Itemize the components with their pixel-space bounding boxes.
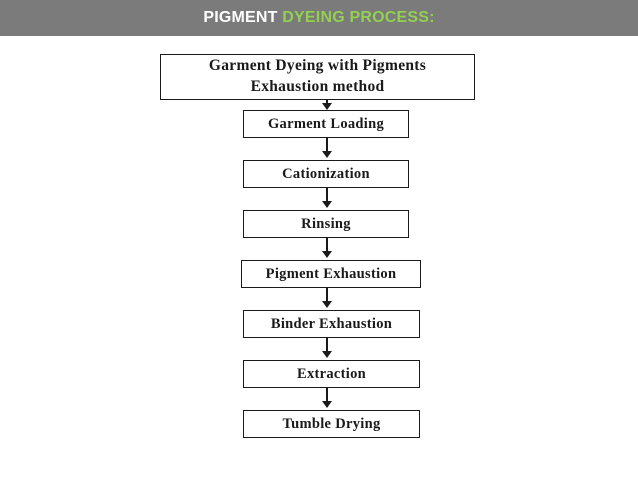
arrow-connector — [321, 388, 332, 408]
arrow-connector — [321, 100, 332, 110]
page-title-primary: PIGMENT — [203, 9, 278, 26]
arrow-connector — [321, 338, 332, 358]
flowchart-title-box: Garment Dyeing with Pigments Exhaustion … — [160, 54, 475, 100]
flowchart-title-line-2: Exhaustion method — [250, 78, 385, 95]
flowchart-step-cationization: Cationization — [243, 160, 409, 188]
flowchart-step-label: Tumble Drying — [282, 415, 381, 432]
arrow-connector — [321, 238, 332, 258]
header-bar: PIGMENT DYEING PROCESS: — [0, 0, 638, 36]
flowchart-step-rinsing: Rinsing — [243, 210, 409, 238]
flowchart-step-label: Rinsing — [301, 215, 351, 232]
flowchart-step-label: Pigment Exhaustion — [265, 265, 397, 282]
flowchart-title-line-1: Garment Dyeing with Pigments — [208, 57, 427, 75]
arrow-connector — [321, 288, 332, 308]
flowchart-step-label: Cationization — [282, 165, 370, 182]
flowchart-step-label: Extraction — [296, 365, 367, 382]
page-title-secondary: DYEING PROCESS: — [282, 9, 435, 26]
flowchart: Garment Dyeing with Pigments Exhaustion … — [0, 46, 638, 446]
flowchart-step-binder-exhaustion: Binder Exhaustion — [243, 310, 420, 338]
arrow-connector — [321, 138, 332, 158]
flowchart-step-garment-loading: Garment Loading — [243, 110, 409, 138]
flowchart-step-extraction: Extraction — [243, 360, 420, 388]
flowchart-step-tumble-drying: Tumble Drying — [243, 410, 420, 438]
arrow-connector — [321, 188, 332, 208]
flowchart-step-pigment-exhaustion: Pigment Exhaustion — [241, 260, 421, 288]
flowchart-step-label: Binder Exhaustion — [270, 315, 393, 332]
page-title: PIGMENT DYEING PROCESS: — [203, 9, 434, 27]
flowchart-step-label: Garment Loading — [267, 115, 385, 132]
